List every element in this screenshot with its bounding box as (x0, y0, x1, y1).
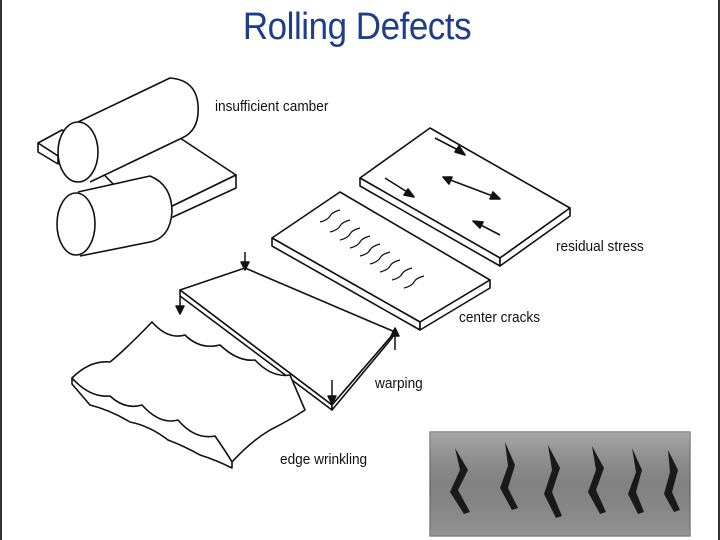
lower-roll-body (77, 175, 173, 257)
label-edge-wrinkling: edge wrinkling (280, 452, 368, 468)
crack-mark (349, 235, 371, 249)
label-warping: warping (375, 376, 423, 392)
upper-roll-end (57, 121, 99, 183)
wrinkled-plate-edge (71, 377, 233, 469)
edge-wrinkling-illustration (71, 321, 306, 469)
crack-mark (339, 227, 361, 241)
slide-title: Rolling Defects (242, 6, 472, 48)
strip-entry-side (37, 142, 59, 165)
stress-plate-side (499, 207, 571, 267)
upper-roll-body (77, 77, 199, 183)
load-arrow-icon (175, 305, 185, 315)
photo-crack (500, 442, 518, 510)
photo-crack-marks (450, 442, 680, 518)
cracks-plate-side (419, 279, 491, 331)
photo-crack (628, 448, 644, 514)
label-residual-stress: residual stress (556, 239, 644, 255)
left-border (0, 0, 2, 540)
stress-arrow-icon (403, 188, 415, 198)
stress-arrow-icon (442, 176, 453, 185)
load-arrow-icon (240, 261, 250, 271)
label-center-cracks: center cracks (459, 310, 541, 326)
crack-mark (319, 209, 341, 223)
metal-sheet-photo (429, 431, 691, 537)
residual-stress-illustration (359, 127, 571, 267)
load-arrows (175, 252, 400, 405)
warping-plate-side (331, 331, 396, 411)
crack-mark (379, 259, 401, 273)
crack-mark (403, 275, 425, 289)
crack-mark (391, 267, 413, 281)
load-arrow-icon (390, 327, 400, 337)
photo-crack (588, 446, 606, 514)
right-border (718, 0, 720, 540)
label-insufficient-camber: insufficient camber (215, 99, 329, 115)
stress-arrow-icon (489, 191, 501, 200)
warping-illustration (179, 267, 396, 411)
camber-illustration (37, 77, 237, 257)
photo-crack (664, 450, 680, 512)
load-arrow-icon (327, 395, 337, 405)
photo-crack (544, 445, 562, 518)
photo-crack (450, 448, 470, 514)
crack-marks (319, 209, 425, 289)
crack-mark (369, 251, 391, 265)
stress-arrow-2 (444, 177, 499, 199)
lower-roll-end (56, 192, 96, 256)
stress-arrow-icon (454, 145, 466, 156)
stress-arrow-icon (472, 220, 484, 229)
crack-mark (329, 219, 351, 233)
crack-mark (359, 243, 381, 257)
